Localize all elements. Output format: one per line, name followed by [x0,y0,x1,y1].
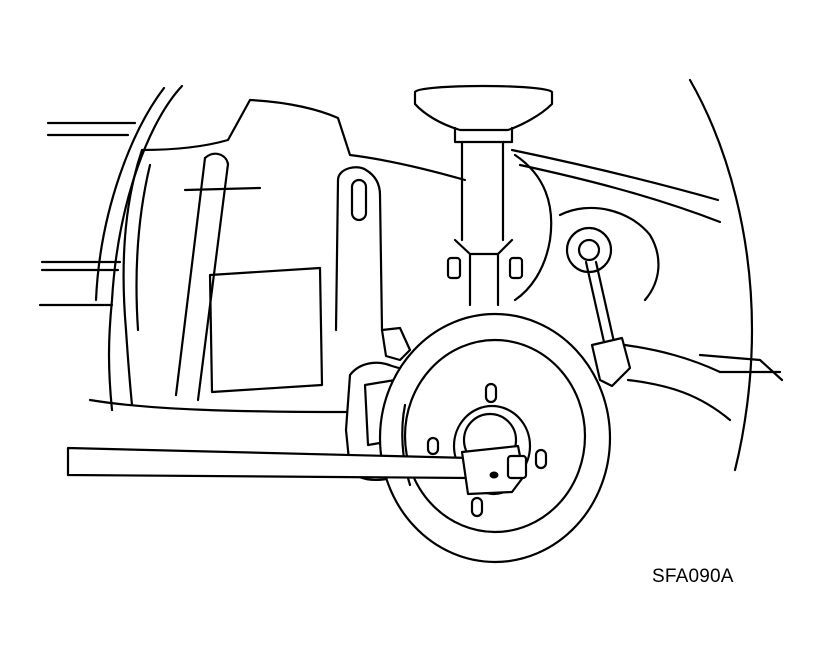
mounting-bracket [334,166,384,332]
strut-upper-mount [413,84,554,144]
subframe-panel [122,98,467,407]
wheel-well-outline [94,78,754,472]
link-rod [174,152,230,402]
figure-code-label: SFA090A [652,566,734,587]
service-tool-bar [66,444,528,496]
strut-tube [446,140,524,307]
body-panel-right [510,148,722,302]
frame-rails [38,121,352,414]
stabilizer-link [565,226,784,422]
